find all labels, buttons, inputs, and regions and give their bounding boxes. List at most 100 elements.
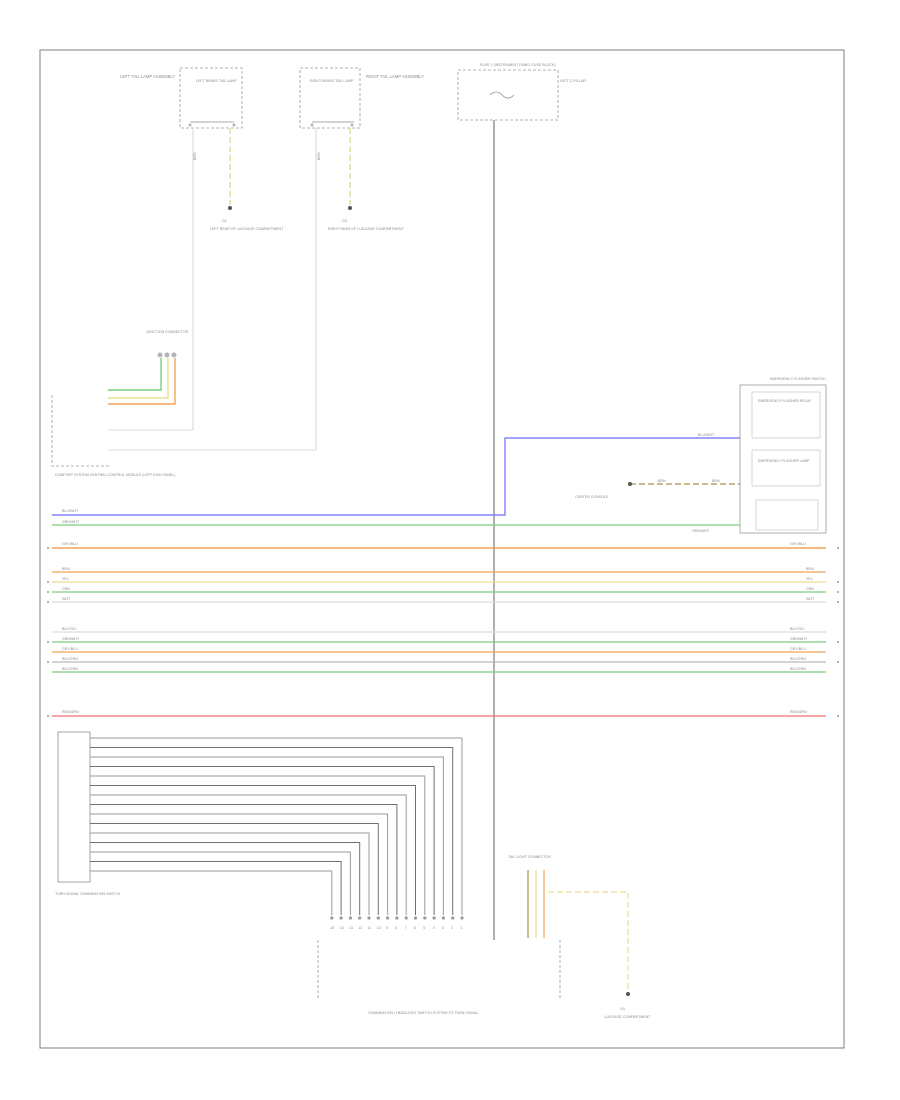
bus-top-label-2: GRN/WHT [62,520,80,524]
left-ground-id: G2 [222,219,227,223]
bus-lower-label-left-5: BLK/GRN [62,667,78,671]
ladder-wire [90,804,398,915]
connector-pin [441,916,445,920]
turn-signal-label: TURN SIGNAL COMBINATION SWITCH [55,892,121,896]
connector-pin-label: 9 [386,926,388,930]
tail-light-connector: TAIL LIGHT CONNECTOR G4 LUGGAGE COMPARTM… [508,855,651,1019]
ladder-wire [90,794,407,915]
bus-lower-label-left-1: BLK/YEL [62,627,77,631]
bus-mid-label-left-5: WHT [62,597,71,601]
fuse-sublabel: LEFT C-PILLAR [560,79,586,83]
bus-lower: BLK/YEL GRN/WHT GRY/BLU BLK/GRN BLK/GRN … [52,627,826,673]
bus-mid-label-right-4: GRN [806,587,814,591]
connector-pin [367,916,371,920]
connector-pin [330,916,334,920]
connector-pin-label: 8 [395,926,397,930]
ladder-wire [90,756,444,915]
right-tail-lamp-label: RIGHT TAIL LAMP ASSEMBLY [366,74,424,79]
left-lamp-wire-label: BRN [193,152,197,160]
comfort-system-label: COMFORT SYSTEM CENTRAL CONTROL MODULE (L… [55,473,175,477]
right-ground-label: RIGHT REAR OF LUGGAGE COMPARTMENT [328,227,404,231]
right-tail-lamp: RIGHT BRAKE TAIL LAMP RIGHT TAIL LAMP AS… [299,67,424,129]
ladder-wire [90,737,463,915]
left-tail-lamp-label: LEFT TAIL LAMP ASSEMBLY [120,74,176,79]
connector-pin-label: 4 [433,926,435,930]
right-ground-id: G3 [342,219,347,223]
connector-pin [358,916,362,920]
bus-lower-label-right-1: BLK/YEL [790,627,805,631]
bus-mid-label-left-3: YEL [62,577,69,581]
junction-wire-yellow [108,358,169,399]
bus-lower-label-left-2: GRN/WHT [62,637,80,641]
left-ground-label: LEFT REAR OF LUGGAGE COMPARTMENT [210,227,284,231]
right-brake-tail-lamp-label: RIGHT BRAKE TAIL LAMP [310,79,354,83]
connector-pin [404,916,408,920]
flasher-ground-label: CENTER CONSOLE [575,495,609,499]
bus-mid-label-left-1: GRY/BLU [62,542,78,546]
emergency-flasher-label: EMERGENCY FLASHER SWITCH [770,377,826,381]
connector-pin-label: 3 [442,926,444,930]
emergency-flasher-lamp-label: EMERGENCY FLASHER LAMP [758,459,810,463]
lower-ground-label: LUGGAGE COMPARTMENT [604,1015,651,1019]
emergency-flasher-relay-label: EMERGENCY FLASHER RELAY [758,399,812,403]
connector-pin-label: 5 [423,926,425,930]
connector-pin [348,916,352,920]
bus-end-markers [47,547,839,717]
connector-pin-label: 7 [405,926,407,930]
bottom-connector: COMBINATION / HEADLIGHT SWITCH SYSTEM TO… [317,940,479,1015]
bus-lower-label-right-4: BLK/GRN [790,657,806,661]
bus-mid: GRY/BLU GRY/BLU BRN YEL GRN WHT BRN YEL … [52,542,826,603]
connector-pin [339,916,343,920]
right-lamp-wire-label: BRN [317,152,321,160]
connector-pin-label: 13 [349,926,353,930]
fuse-label: FUSE 1 (INSTRUMENT PANEL FUSE BLOCK) [480,63,556,67]
emergency-flasher-switch: EMERGENCY FLASHER SWITCH EMERGENCY FLASH… [739,377,827,534]
diagram-frame [39,49,845,1049]
bus-mid-label-right-1: GRY/BLU [790,542,806,546]
ladder-wire [90,785,416,915]
connector-pin-label: 10 [377,926,381,930]
connector-pin [413,916,418,920]
fuse-block: FUSE 1 (INSTRUMENT PANEL FUSE BLOCK) LEF… [457,63,586,121]
ladder-wire [90,766,435,915]
flasher-wire-brown-label-2: BRN [712,479,720,483]
flasher-ground-symbol: CENTER CONSOLE [575,482,632,499]
comfort-system-module: COMFORT SYSTEM CENTRAL CONTROL MODULE (L… [51,395,175,477]
connector-pin [432,916,436,920]
bus-mid-label-left-4: GRN [62,587,70,591]
bus-mid-label-right-2: BRN [806,567,814,571]
connector-pin-label: 6 [414,926,416,930]
connector-pin [386,916,390,920]
ladder-wire [90,823,379,915]
connector-pin-label: 15 [330,926,334,930]
left-ground-symbol: G2 LEFT REAR OF LUGGAGE COMPARTMENT [210,206,284,231]
connector-pin [395,916,399,920]
ladder-wire [90,813,389,915]
bus-lower-label-right-5: BLK/GRN [790,667,806,671]
connector-pin [460,916,464,920]
connector-pin [451,916,455,920]
ladder-wire [90,775,426,915]
ladder-wire [90,832,370,915]
flasher-wire-blue [52,437,740,516]
bus-red-label-right: RED/GRN [790,710,807,714]
ladder-wire [90,747,454,915]
connector-pin-label: 11 [368,926,372,930]
tail-light-connector-label: TAIL LIGHT CONNECTOR [508,855,551,859]
left-brake-tail-lamp-label: LEFT BRAKE TAIL LAMP [196,79,237,83]
flasher-wire-blue-label: BLU/WHT [698,433,715,437]
bus-lower-label-right-2: GRN/WHT [790,637,808,641]
connector-pin-label: 14 [340,926,344,930]
junction-wire-green [108,358,162,391]
flasher-wire-brown-label-1: BRN [658,479,666,483]
lower-ground-id: G4 [620,1007,625,1011]
bus-top-label-1: BLU/WHT [62,509,79,513]
ladder-wire [90,842,361,915]
bus-red: RED/GRN RED/GRN [52,710,826,717]
turn-signal-switch: TURN SIGNAL COMBINATION SWITCH [55,731,121,896]
bus-mid-label-right-5: WHT [806,597,815,601]
connector-pin [423,916,427,920]
bottom-note: COMBINATION / HEADLIGHT SWITCH SYSTEM TO… [368,1011,479,1015]
